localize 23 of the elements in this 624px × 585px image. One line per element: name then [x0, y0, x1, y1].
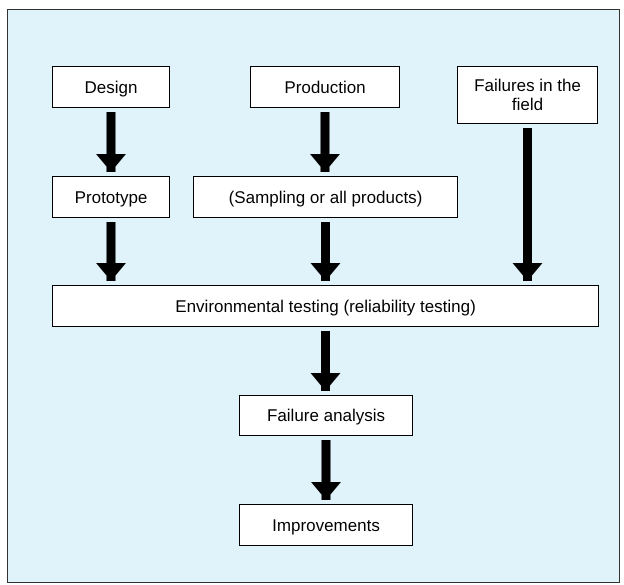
process-box	[52, 176, 170, 218]
arrow	[512, 128, 542, 281]
box-label: Failures in the field	[473, 76, 582, 114]
process-box	[250, 66, 400, 108]
process-box	[457, 66, 598, 124]
box-label: Design	[84, 78, 138, 96]
arrow	[310, 222, 340, 281]
process-box	[52, 66, 170, 108]
box-label: Environmental testing (reliability testing)	[175, 296, 476, 316]
box-label: (Sampling or all products)	[228, 188, 422, 206]
process-box	[193, 176, 458, 218]
arrow	[310, 331, 340, 391]
arrow	[96, 222, 126, 281]
process-box	[239, 504, 413, 546]
process-box	[239, 395, 413, 436]
arrow	[96, 112, 126, 172]
box-label: Failure analysis	[266, 406, 386, 425]
box-label: Prototype	[74, 188, 148, 206]
arrow	[310, 112, 340, 172]
box-label: Production	[284, 78, 366, 96]
box-label: Improvements	[272, 516, 380, 534]
process-box	[52, 285, 599, 327]
arrow	[311, 440, 341, 500]
